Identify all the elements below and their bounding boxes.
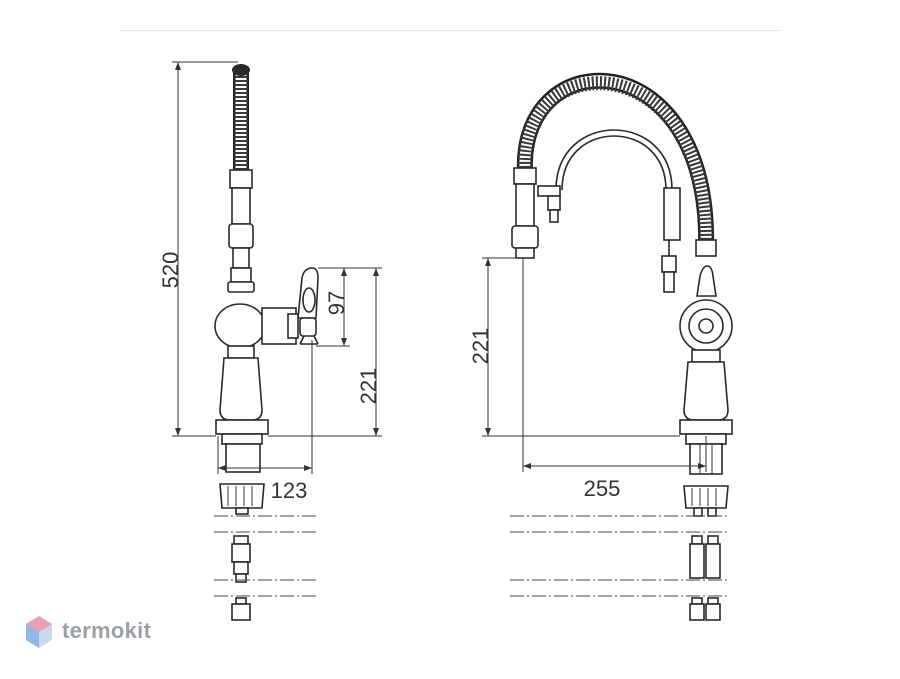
- brand-name: termokit: [62, 618, 152, 643]
- front-view: 221 255: [468, 72, 733, 621]
- hexagon-logo-icon: [26, 616, 52, 648]
- dim-123-label: 123: [271, 478, 308, 503]
- dim-255-label: 255: [584, 476, 621, 501]
- side-view: 520 97 221 123: [158, 61, 382, 621]
- dim-520-label: 520: [158, 252, 183, 289]
- top-divider: [120, 30, 780, 31]
- dim-97-label: 97: [324, 291, 349, 315]
- dim-side-221-label: 221: [356, 368, 381, 405]
- dim-front-221-label: 221: [468, 328, 493, 365]
